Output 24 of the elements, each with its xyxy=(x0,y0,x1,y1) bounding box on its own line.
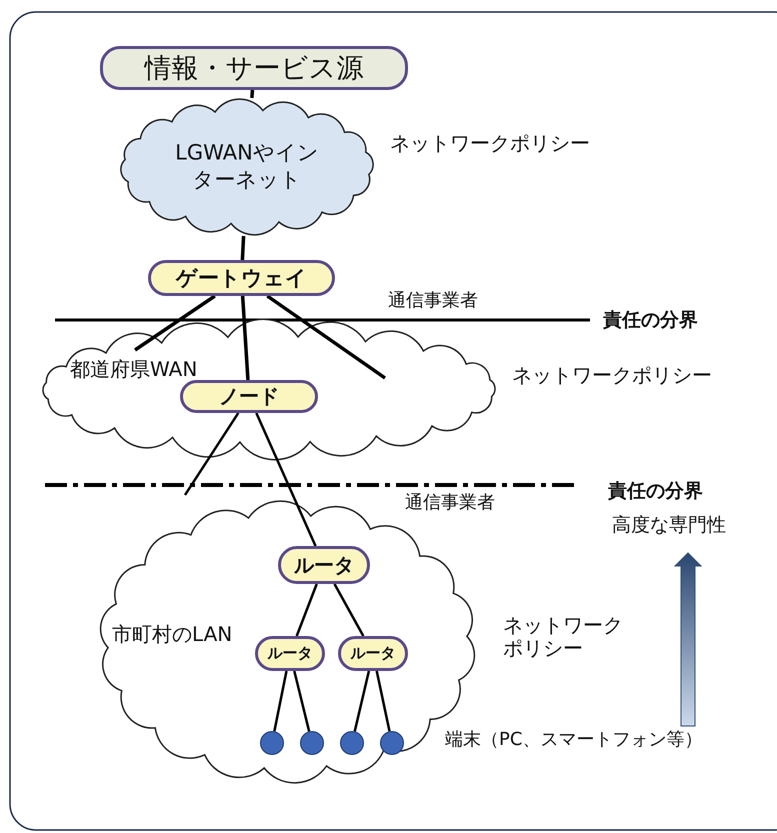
text-label: 端末（PC、スマートフォン等） xyxy=(445,730,704,751)
router-box: ルータ xyxy=(255,636,325,671)
text-label: 通信事業者 xyxy=(388,289,478,312)
cloud-label: 市町村のLAN xyxy=(112,621,232,648)
text-label: 高度な専門性 xyxy=(612,513,726,538)
text-label: ネットワークポリシー xyxy=(390,130,590,157)
connection-line xyxy=(273,670,288,732)
text-label: 責任の分界 xyxy=(603,308,698,333)
connection-line xyxy=(293,670,310,732)
cloud-label: LGWANやインターネット xyxy=(174,140,320,194)
source-box: 情報・サービス源 xyxy=(100,46,408,90)
router-box: ルータ xyxy=(278,546,370,584)
connection-line xyxy=(354,670,370,732)
text-label: ネットワークポリシー xyxy=(512,362,712,389)
text-label: 責任の分界 xyxy=(608,479,703,504)
connection-line xyxy=(376,670,391,732)
connection-line xyxy=(240,236,246,260)
router-box: ルータ xyxy=(338,636,408,671)
text-label: ネットワークポリシー xyxy=(503,614,624,660)
connection-line xyxy=(333,583,364,637)
gateway-box: ゲートウェイ xyxy=(148,260,335,296)
text-label: 通信事業者 xyxy=(405,491,495,514)
connection-line xyxy=(296,584,318,636)
connection-line xyxy=(250,90,254,98)
